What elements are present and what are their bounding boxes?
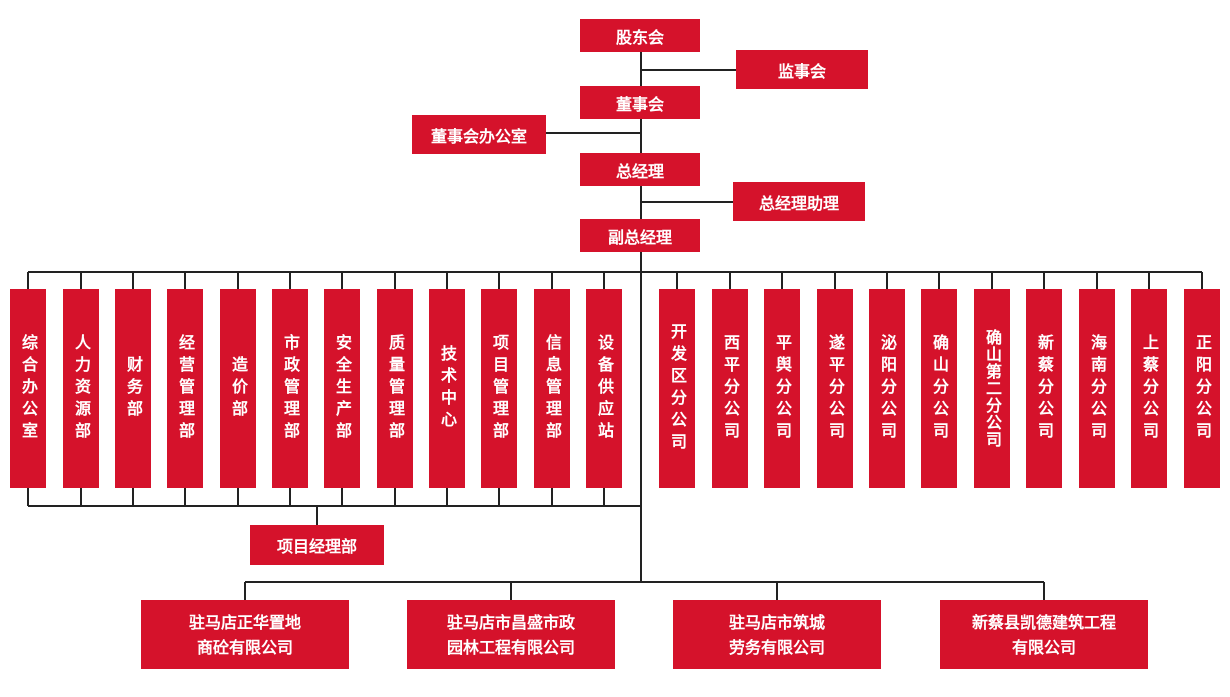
shareholders-box: 股东会: [580, 19, 700, 52]
branch-box: 新蔡分公司: [1026, 289, 1062, 488]
department-box: 经营管理部: [167, 289, 203, 488]
department-box: 设备供应站: [586, 289, 622, 488]
department-box: 质量管理部: [377, 289, 413, 488]
department-box: 财务部: [115, 289, 151, 488]
board-box: 董事会: [580, 86, 700, 119]
department-box: 技术中心: [429, 289, 465, 488]
branch-box: 确山第二分公司: [974, 289, 1010, 488]
branch-box: 遂平分公司: [817, 289, 853, 488]
subsidiary-box: 驻马店正华置地 商砼有限公司: [141, 600, 349, 669]
branch-box: 西平分公司: [712, 289, 748, 488]
department-box: 项目管理部: [481, 289, 517, 488]
subsidiary-box: 新蔡县凯德建筑工程 有限公司: [940, 600, 1148, 669]
department-box: 人力资源部: [63, 289, 99, 488]
general-manager-box: 总经理: [580, 153, 700, 186]
subsidiary-box: 驻马店市筑城 劳务有限公司: [673, 600, 881, 669]
branch-box: 泌阳分公司: [869, 289, 905, 488]
subsidiary-box: 驻马店市昌盛市政 园林工程有限公司: [407, 600, 615, 669]
project-manager-dept-box: 项目经理部: [250, 525, 384, 565]
department-box: 综合办公室: [10, 289, 46, 488]
branch-box: 正阳分公司: [1184, 289, 1220, 488]
branch-box: 确山分公司: [921, 289, 957, 488]
branch-box: 开发区分公司: [659, 289, 695, 488]
department-box: 市政管理部: [272, 289, 308, 488]
deputy-gm-box: 副总经理: [580, 219, 700, 252]
gm-assistant-box: 总经理助理: [733, 182, 865, 221]
branch-box: 平舆分公司: [764, 289, 800, 488]
supervisors-box: 监事会: [736, 50, 868, 89]
department-box: 信息管理部: [534, 289, 570, 488]
branch-box: 上蔡分公司: [1131, 289, 1167, 488]
department-box: 安全生产部: [324, 289, 360, 488]
department-box: 造价部: [220, 289, 256, 488]
board-office-box: 董事会办公室: [412, 115, 546, 154]
branch-box: 海南分公司: [1079, 289, 1115, 488]
